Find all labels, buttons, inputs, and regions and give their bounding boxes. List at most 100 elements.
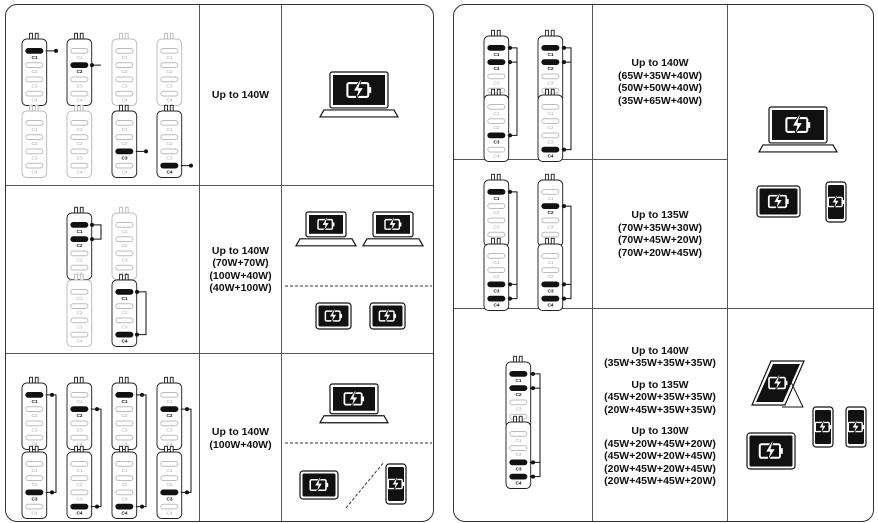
battery-bolt-icon xyxy=(758,440,783,462)
port-label: C2 xyxy=(167,69,173,75)
connector-dot xyxy=(189,163,193,168)
port-label: C2 xyxy=(32,141,38,147)
plug-prong xyxy=(496,29,501,37)
usb-port xyxy=(160,62,179,68)
divider xyxy=(454,159,727,160)
port-label: C1 xyxy=(548,52,554,58)
connector-dot xyxy=(508,296,512,301)
usb-port xyxy=(160,420,179,427)
port-label: C1 xyxy=(122,55,128,61)
power-combo: (70W+20W+45W) xyxy=(617,246,703,259)
charger-body xyxy=(66,451,93,519)
port-label: C2 xyxy=(494,66,500,72)
connector-dot xyxy=(140,504,144,509)
usb-port xyxy=(115,264,134,271)
port-label: C3 xyxy=(494,139,500,145)
charger-body xyxy=(66,212,93,280)
port-label: C4 xyxy=(167,170,173,176)
plug-prong xyxy=(74,104,78,112)
battery-tip xyxy=(399,222,402,227)
port-label: C4 xyxy=(167,511,173,517)
tablet-icon xyxy=(315,302,352,330)
port-label: C1 xyxy=(167,127,173,133)
laptop-base xyxy=(757,144,839,153)
plug-prong xyxy=(79,206,84,214)
port-label: C1 xyxy=(122,296,128,302)
port-label: C4 xyxy=(548,154,554,160)
plug-prong xyxy=(34,376,39,384)
usb-port xyxy=(115,134,134,140)
plug-prong xyxy=(124,104,129,112)
connector-dot xyxy=(562,147,566,152)
usb-port xyxy=(70,489,89,496)
port-label: C3 xyxy=(122,83,128,89)
usb-port xyxy=(160,76,179,83)
connector-dot xyxy=(185,490,189,495)
charger-body xyxy=(66,279,93,347)
usb-port xyxy=(160,162,179,169)
port-label: C2 xyxy=(122,310,128,316)
connector-dot xyxy=(95,407,99,412)
bolt-shape xyxy=(831,194,840,210)
charger-body xyxy=(21,110,48,178)
usb-port xyxy=(487,146,506,153)
port-label: C1 xyxy=(77,127,83,133)
port-label: C3 xyxy=(516,406,522,412)
battery-tip xyxy=(829,425,832,429)
plug-prong xyxy=(124,273,129,281)
plug-prong xyxy=(164,376,168,384)
plug-prong xyxy=(169,32,174,40)
usb-port xyxy=(541,59,560,65)
usb-port xyxy=(115,406,134,412)
port-label: C3 xyxy=(77,496,83,502)
port-label: C1 xyxy=(32,55,38,61)
port-label: C3 xyxy=(77,427,83,433)
usb-port xyxy=(115,434,134,441)
usb-port xyxy=(115,489,134,496)
usb-port xyxy=(115,62,134,68)
bolt-shape xyxy=(328,308,338,324)
battery-tip xyxy=(862,425,865,429)
port-label: C3 xyxy=(32,155,38,161)
phone-icon xyxy=(385,463,407,505)
usb-port xyxy=(70,406,89,412)
port-label: C4 xyxy=(494,239,500,245)
port-label: C4 xyxy=(122,272,128,278)
plug-prong xyxy=(545,237,549,245)
usb-port xyxy=(70,250,89,257)
battery-tip xyxy=(786,199,789,204)
usb-port xyxy=(487,73,506,80)
usb-port xyxy=(160,48,179,54)
port-label: C4 xyxy=(77,442,83,448)
stand-leg xyxy=(782,379,804,408)
connector-dot xyxy=(531,371,535,376)
laptop-base xyxy=(361,238,425,247)
port-label: C2 xyxy=(122,413,128,419)
divider xyxy=(281,5,282,521)
bolt-shape xyxy=(382,308,392,324)
plug-prong xyxy=(74,273,78,281)
usb-port xyxy=(509,445,528,451)
divider xyxy=(592,5,593,521)
port-label: C2 xyxy=(167,141,173,147)
usb-port xyxy=(487,281,506,288)
plug-prong xyxy=(545,88,549,96)
usb-port xyxy=(25,420,44,427)
bolt-shape xyxy=(352,79,365,101)
usb-port xyxy=(541,132,560,139)
port-label: C1 xyxy=(77,468,83,474)
bolt-shape xyxy=(764,440,777,462)
port-label: C1 xyxy=(122,127,128,133)
usb-port xyxy=(509,413,528,420)
tablet-icon xyxy=(756,185,801,218)
usb-port xyxy=(509,385,528,391)
bolt-shape xyxy=(321,216,330,232)
